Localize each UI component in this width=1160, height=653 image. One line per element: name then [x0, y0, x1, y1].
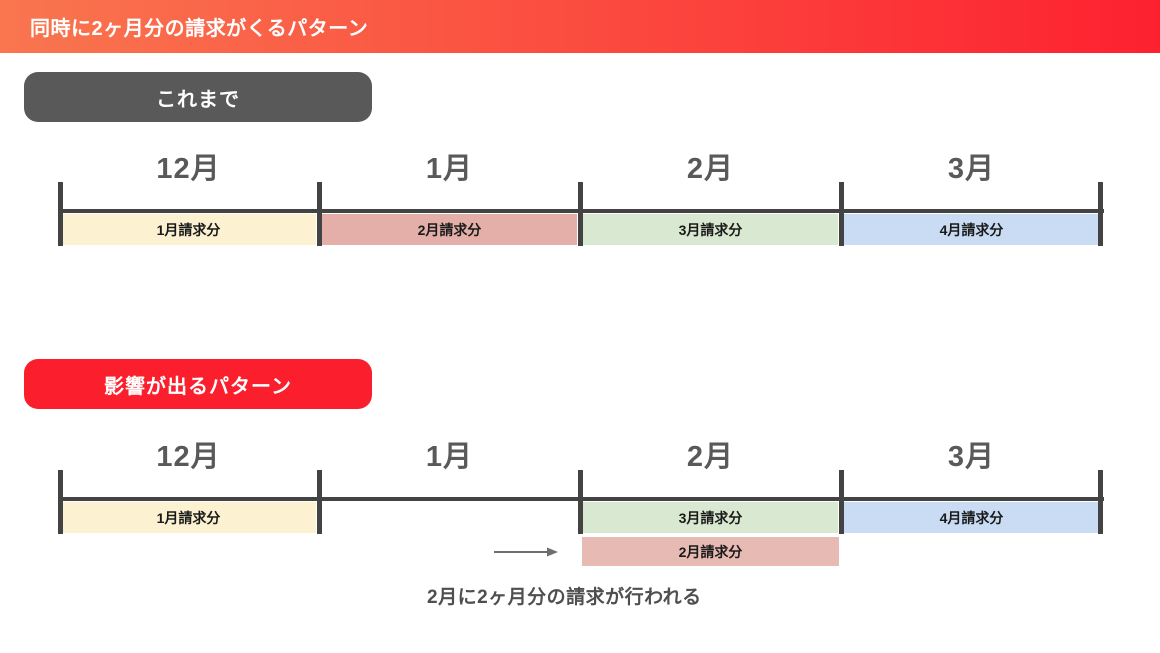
axis-tick	[578, 182, 583, 246]
page-title: 同時に2ヶ月分の請求がくるパターン	[30, 18, 369, 40]
axis-tick	[578, 470, 583, 534]
axis-tick	[58, 182, 63, 246]
title-banner: 同時に2ヶ月分の請求がくるパターン	[0, 0, 1160, 53]
month-label: 1月	[425, 153, 474, 185]
month-label: 2月	[686, 153, 735, 185]
segment-bar: 2月請求分	[322, 214, 577, 245]
segment-bar: 1月請求分	[61, 214, 316, 245]
badge-after-label: 影響が出るパターン	[104, 375, 292, 398]
month-label: 12月	[156, 153, 221, 185]
segment-bar: 4月請求分	[844, 502, 1099, 533]
caption-text: 2月に2ヶ月分の請求が行われる	[427, 587, 702, 608]
month-label: 12月	[156, 441, 221, 473]
axis-tick	[1098, 470, 1103, 534]
axis-tick	[839, 182, 844, 246]
axis-tick	[317, 182, 322, 246]
arrow-icon	[493, 545, 559, 559]
badge-after: 影響が出るパターン	[24, 359, 372, 409]
badge-before-label: これまで	[156, 88, 240, 111]
axis-tick	[839, 470, 844, 534]
segment-bar: 3月請求分	[583, 502, 838, 533]
segment-bar: 1月請求分	[61, 502, 316, 533]
month-label: 2月	[686, 441, 735, 473]
axis-tick	[58, 470, 63, 534]
segment-bar: 3月請求分	[583, 214, 838, 245]
month-label: 3月	[947, 153, 996, 185]
badge-before: これまで	[24, 72, 372, 122]
floating-bar-label: 2月請求分	[678, 543, 743, 560]
month-label: 1月	[425, 441, 474, 473]
segment-bar: 4月請求分	[844, 214, 1099, 245]
floating-bar: 2月請求分	[582, 537, 839, 566]
month-label: 3月	[947, 441, 996, 473]
axis-tick	[1098, 182, 1103, 246]
axis-tick	[317, 470, 322, 534]
